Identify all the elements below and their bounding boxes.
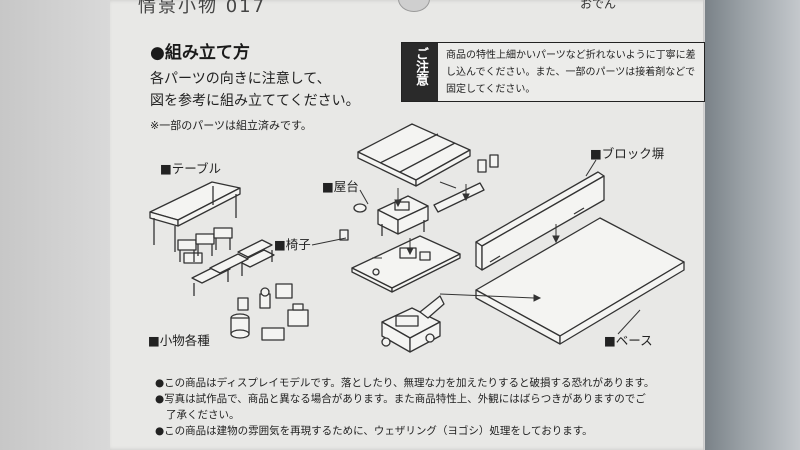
block-wall-drawing <box>475 171 605 271</box>
accessories-drawing <box>230 283 309 341</box>
benches-drawing <box>191 239 275 296</box>
assembly-heading: ●組み立て方 <box>150 43 250 63</box>
stall-platform-drawing <box>351 235 461 293</box>
label-block-wall: ■ブロック塀 <box>590 146 665 161</box>
caution-box: ご注意 商品の特性上細かいパーツなど折れないように丁寧に差し込んでください。また… <box>401 42 705 102</box>
instruction-line-2: 図を参考に組み立ててください。 <box>150 93 360 109</box>
instruction-line-1: 各パーツの向きに注意して、 <box>150 71 331 87</box>
footer-note-2: ●写真は試作品で、商品と異なる場合があります。また商品特性上、外観にはばらつきが… <box>155 393 646 405</box>
preassembled-note: ※一部のパーツは組立済みです。 <box>150 119 312 132</box>
cart-drawing <box>381 295 445 353</box>
table-drawing <box>149 181 241 252</box>
label-accessories: ■小物各種 <box>148 333 210 348</box>
left-background <box>0 0 110 450</box>
stall-counter-drawing <box>339 195 429 241</box>
stall-roof-drawing <box>357 123 471 187</box>
label-base: ■ベース <box>604 333 653 348</box>
footer-note-1: ●この商品はディスプレイモデルです。落としたり、無理な力を加えたりすると破損する… <box>155 377 655 389</box>
caution-text: 商品の特性上細かいパーツなど折れないように丁寧に差し込んでください。また、一部の… <box>446 50 696 95</box>
label-stall: ■屋台 <box>322 179 359 194</box>
caution-label: ご注意 <box>402 43 438 101</box>
series-title: 情景小物 017 <box>138 0 267 17</box>
signboards-drawing <box>433 154 499 213</box>
base-plate-drawing <box>475 217 685 345</box>
footer-note-3: ●この商品は建物の雰囲気を再現するために、ウェザリング（ヨゴシ）処理をしておりま… <box>155 425 593 437</box>
label-table: ■テーブル <box>160 161 222 176</box>
product-name: おでん <box>580 0 617 11</box>
right-background <box>705 0 800 450</box>
footer-note-2b: 了承ください。 <box>166 409 240 421</box>
caution-label-text: ご注意 <box>413 47 428 86</box>
stools-drawing <box>177 227 233 264</box>
label-chair: ■椅子 <box>274 237 311 252</box>
